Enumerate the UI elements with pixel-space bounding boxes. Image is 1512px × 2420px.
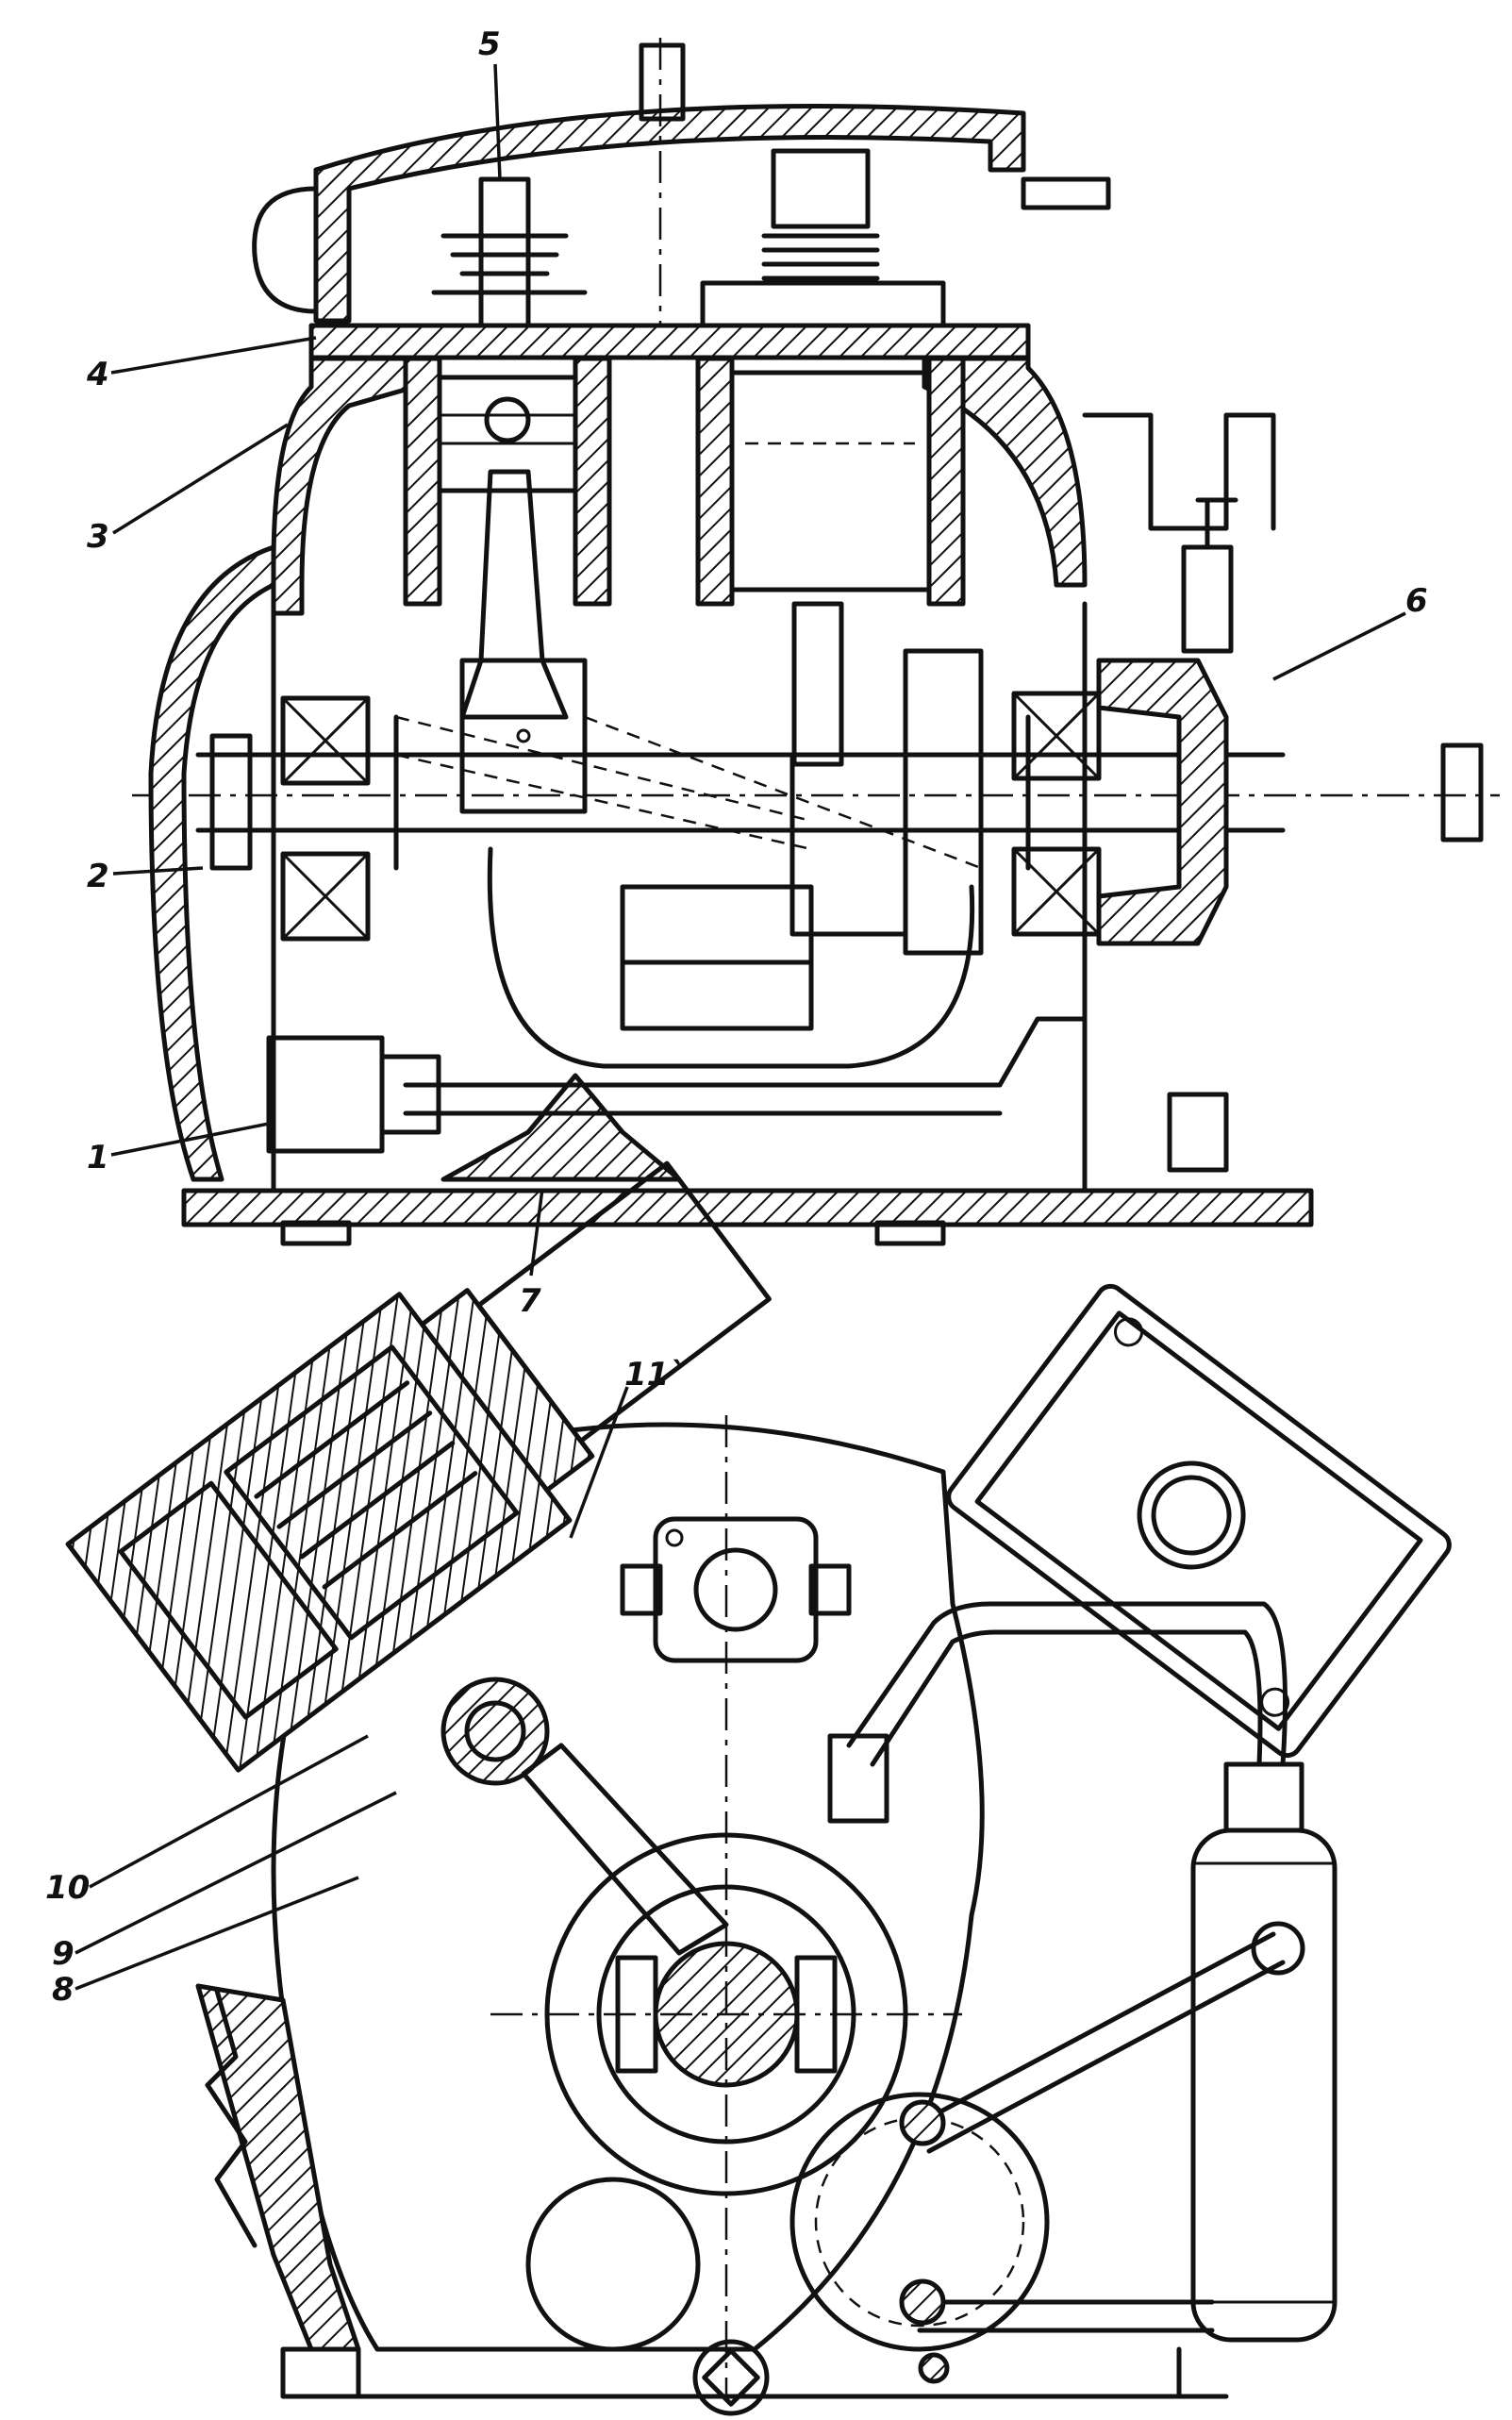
callout-group-bottom: 10 9 8 11` [45, 1356, 685, 2009]
left-connecting-rod [459, 469, 569, 720]
callout-8: 8 [52, 1971, 75, 2009]
callout-10: 10 [45, 1869, 90, 1907]
left-valve-stack [478, 176, 531, 328]
callout-9: 9 [52, 1935, 75, 1973]
crank-big-end [490, 1415, 962, 2401]
left-cylinder-liner [403, 356, 442, 607]
right-support-bracket [1082, 412, 1276, 531]
left-end-cover [148, 544, 276, 1182]
left-piston [437, 375, 578, 493]
valve-plate [308, 323, 1031, 360]
linkage-arm [917, 1931, 1286, 2333]
discharge-pipe [846, 1601, 1288, 1767]
drain-plug [692, 2339, 770, 2416]
oil-pump [266, 1035, 385, 1154]
head-top-boss [639, 42, 686, 122]
base-plate [181, 1188, 1314, 1227]
oil-separator-tank [1190, 1761, 1338, 2343]
top-bearing-cap [620, 1516, 852, 1663]
callout-6: 6 [1405, 582, 1428, 620]
oil-pipe [403, 1082, 1003, 1116]
right-piston [729, 370, 932, 592]
head-left-lug [252, 186, 319, 314]
right-cylinder-block [946, 1283, 1452, 1759]
left-cylinder-block [65, 1160, 772, 1773]
transverse-section-view [65, 1160, 1452, 2416]
left-main-bearing [280, 695, 371, 942]
oil-sump [487, 846, 975, 1069]
crankcase-outline [271, 601, 1088, 1193]
callout-5: 5 [478, 25, 501, 63]
callout-1: 1 [87, 1139, 109, 1177]
longitudinal-section-view [132, 38, 1500, 1246]
left-connecting-rod-lower [440, 1677, 729, 1956]
callout-2: 2 [87, 858, 109, 895]
left-support-leg [195, 1983, 361, 2352]
crankshaft [195, 714, 1286, 871]
crankcase-wall [271, 356, 418, 616]
right-cylinder-liner [695, 356, 735, 607]
callout-7: 7 [519, 1282, 541, 1320]
shaft-end [1440, 743, 1484, 843]
callout-group-top: 1 2 3 4 5 6 7 [86, 25, 1428, 1320]
head-right-fitting [1021, 176, 1111, 210]
right-valve-spring [761, 148, 880, 281]
pulley-wheel [789, 2092, 1050, 2384]
cylinder-head-cover [313, 104, 1026, 324]
shaft-seal-housing [1096, 658, 1229, 946]
lower-crankcase [271, 1422, 985, 2352]
base-foot-right [874, 1220, 946, 1246]
callout-11: 11` [624, 1356, 685, 1394]
callout-4: 4 [86, 356, 109, 393]
right-main-bearing [1011, 691, 1102, 937]
base-foot-left [280, 1220, 352, 1246]
crankcase-wall-right [922, 356, 1088, 588]
oil-strainer [440, 1073, 682, 1182]
callout-3: 3 [87, 518, 109, 556]
lower-inspection-cover [525, 2177, 701, 2352]
